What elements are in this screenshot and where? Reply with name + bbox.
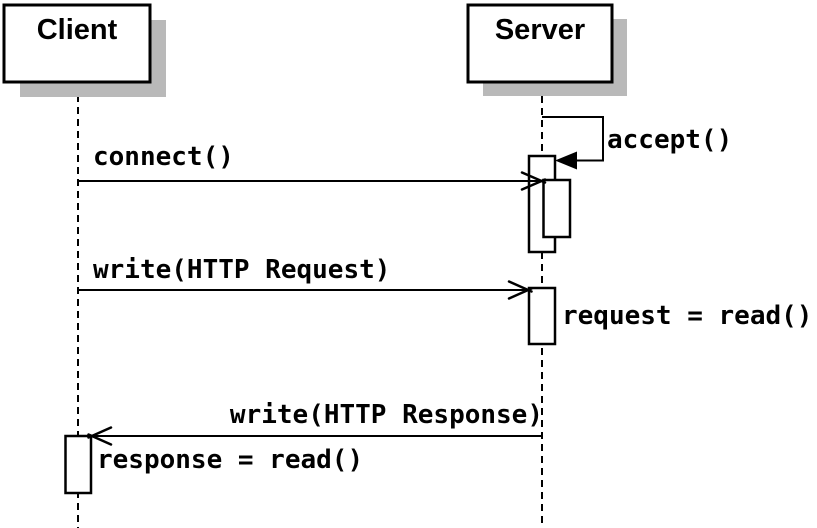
label-request-read: request = read() — [562, 301, 812, 331]
message-write-http-request: write(HTTP Request) — [79, 255, 533, 300]
actor-label-client: Client — [37, 14, 118, 46]
message-label-write-request: write(HTTP Request) — [93, 255, 390, 285]
connect-open-arrowhead-icon — [520, 171, 547, 191]
message-accept-self-call: accept() — [542, 116, 732, 170]
accept-filled-arrowhead-icon — [555, 151, 577, 170]
actor-label-server: Server — [495, 14, 585, 46]
write-response-open-arrowhead-icon — [87, 426, 113, 446]
message-label-connect: connect() — [93, 142, 234, 172]
server-activation-request-read — [527, 286, 557, 346]
message-label-write-response: write(HTTP Response) — [230, 400, 543, 430]
actor-client: Client — [2, 3, 166, 97]
write-request-open-arrowhead-icon — [507, 280, 533, 300]
server-activation-connect — [542, 178, 572, 239]
accept-loop-line — [542, 116, 604, 162]
client-activation-response-read — [64, 434, 93, 495]
message-connect: connect() — [79, 142, 547, 191]
actor-client-box — [2, 3, 152, 84]
actor-server: Server — [466, 3, 627, 96]
message-label-accept: accept() — [607, 125, 732, 155]
message-write-http-response: write(HTTP Response) — [87, 400, 543, 446]
label-response-read: response = read() — [97, 445, 363, 475]
actor-server-box — [466, 3, 614, 84]
